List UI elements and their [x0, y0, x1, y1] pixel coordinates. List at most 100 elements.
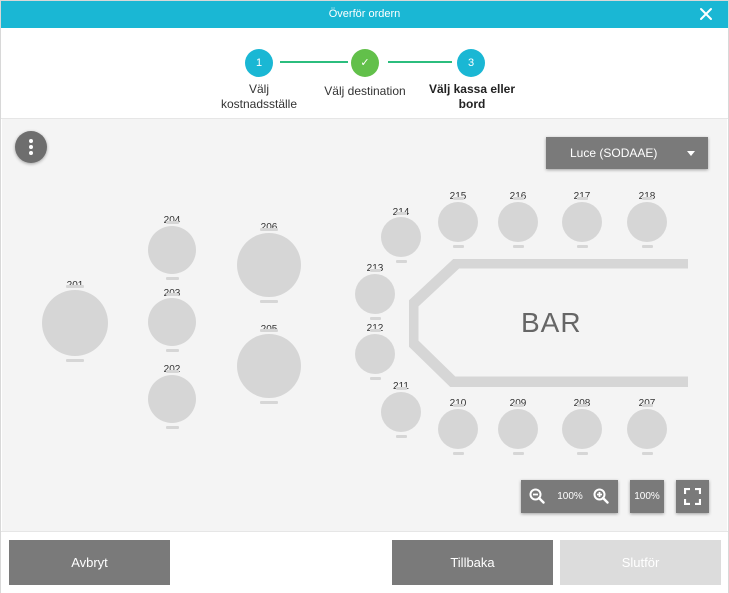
table-top-marker: [369, 329, 381, 332]
step-connector-2: [388, 61, 452, 63]
table-number: 218: [632, 191, 662, 202]
table-top-marker: [66, 285, 84, 288]
footer: Avbryt Tillbaka Slutför: [1, 531, 728, 593]
step-2-label: Välj destination: [324, 84, 406, 98]
zoom-out-icon[interactable]: [529, 488, 545, 504]
table-top-marker: [165, 221, 179, 224]
stepper: 1 ✓ 3 Välj kostnadsställe Välj destinati…: [1, 28, 728, 118]
table-bottom-marker: [165, 426, 179, 429]
table-number: 206: [254, 222, 284, 233]
zoom-reset-button[interactable]: 100%: [630, 480, 664, 513]
zoom-in-icon[interactable]: [593, 488, 609, 504]
table-surface: [355, 334, 395, 374]
table-bottom-marker: [512, 452, 524, 455]
divider: [1, 118, 728, 119]
table-surface: [381, 217, 421, 257]
table-surface: [438, 409, 478, 449]
table-surface: [237, 233, 301, 297]
table-number: 202: [157, 364, 187, 375]
table-bottom-marker: [641, 452, 653, 455]
table-number: 209: [503, 398, 533, 409]
table-bottom-marker: [452, 452, 464, 455]
back-button[interactable]: Tillbaka: [392, 540, 553, 585]
title-bar: Överför ordern: [1, 1, 728, 28]
table-bottom-marker: [260, 401, 278, 404]
more-options-button[interactable]: [15, 131, 47, 163]
fullscreen-icon[interactable]: [676, 480, 709, 513]
table-number: 210: [443, 398, 473, 409]
table-surface: [355, 274, 395, 314]
table-bottom-marker: [165, 349, 179, 352]
table-top-marker: [165, 293, 179, 296]
bar-label: BAR: [521, 307, 582, 338]
dot: [29, 151, 33, 155]
table-number: 217: [567, 191, 597, 202]
table-top-marker: [512, 404, 524, 407]
table-surface: [562, 202, 602, 242]
table-top-marker: [452, 197, 464, 200]
table-top-marker: [395, 387, 407, 390]
table-bottom-marker: [641, 245, 653, 248]
dialog-title: Överför ordern: [328, 8, 401, 20]
location-select-value: Luce (SODAAE): [570, 146, 658, 160]
step-1-circle: 1: [245, 49, 273, 77]
table-number: 207: [632, 398, 662, 409]
table-top-marker: [641, 404, 653, 407]
table-bottom-marker: [66, 359, 84, 362]
table-surface: [627, 202, 667, 242]
step-3-circle: 3: [457, 49, 485, 77]
table-bottom-marker: [369, 317, 381, 320]
table-surface: [498, 409, 538, 449]
table-bottom-marker: [576, 245, 588, 248]
table-bottom-marker: [395, 435, 407, 438]
table-bottom-marker: [369, 377, 381, 380]
zoom-controls: 100%: [521, 480, 618, 513]
table-number: 204: [157, 215, 187, 226]
table-surface: [237, 334, 301, 398]
table-number: 215: [443, 191, 473, 202]
caret-down-icon: [687, 151, 695, 156]
table-surface: [627, 409, 667, 449]
table-top-marker: [165, 370, 179, 373]
finish-button[interactable]: Slutför: [560, 540, 721, 585]
table-bottom-marker: [512, 245, 524, 248]
table-bottom-marker: [395, 260, 407, 263]
table-bottom-marker: [260, 300, 278, 303]
table-surface: [562, 409, 602, 449]
location-select[interactable]: Luce (SODAAE): [546, 137, 708, 169]
table-top-marker: [452, 404, 464, 407]
step-connector-1: [280, 61, 348, 63]
table-bottom-marker: [576, 452, 588, 455]
table-top-marker: [576, 404, 588, 407]
table-top-marker: [260, 228, 278, 231]
table-surface: [498, 202, 538, 242]
table-surface: [381, 392, 421, 432]
table-bottom-marker: [165, 277, 179, 280]
table-number: 216: [503, 191, 533, 202]
table-top-marker: [576, 197, 588, 200]
table-surface: [438, 202, 478, 242]
floor-plan[interactable]: [2, 119, 727, 531]
cancel-button[interactable]: Avbryt: [9, 540, 170, 585]
table-top-marker: [641, 197, 653, 200]
table-surface: [42, 290, 108, 356]
zoom-level: 100%: [557, 491, 583, 502]
table-number: 213: [360, 263, 390, 274]
table-top-marker: [260, 329, 278, 332]
bar-counter: [409, 259, 688, 387]
table-top-marker: [512, 197, 524, 200]
table-top-marker: [369, 269, 381, 272]
table-number: 212: [360, 323, 390, 334]
dot: [29, 145, 33, 149]
close-icon[interactable]: [698, 6, 714, 22]
table-surface: [148, 375, 196, 423]
table-number: 208: [567, 398, 597, 409]
dot: [29, 139, 33, 143]
step-2-check-icon: ✓: [351, 49, 379, 77]
table-surface: [148, 226, 196, 274]
table-surface: [148, 298, 196, 346]
step-3-label: Välj kassa eller bord: [428, 82, 516, 111]
table-top-marker: [395, 212, 407, 215]
step-1-label: Välj kostnadsställe: [220, 82, 298, 111]
